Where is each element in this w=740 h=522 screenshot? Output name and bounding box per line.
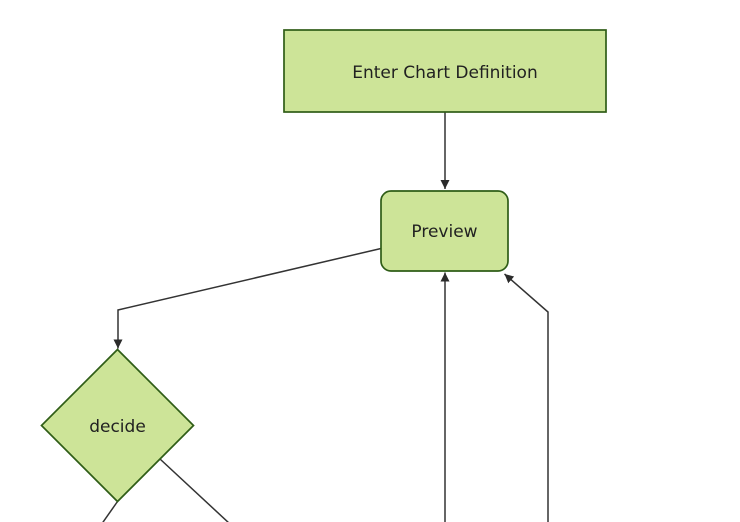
decide-label: decide	[89, 417, 146, 437]
edge-decide-offscreen-right	[159, 458, 229, 522]
node-preview: Preview	[380, 190, 509, 272]
edge-preview-to-decide	[113, 247, 382, 349]
node-decide: decide	[40, 348, 195, 503]
node-enter-chart-definition: Enter Chart Definition	[283, 29, 607, 113]
edge-return-angled	[504, 273, 549, 522]
enter-chart-definition-box	[283, 29, 607, 113]
preview-box	[380, 190, 509, 272]
enter-chart-definition-label: Enter Chart Definition	[352, 63, 537, 83]
decide-diamond	[40, 348, 195, 503]
preview-label: Preview	[411, 222, 477, 242]
edge-decide-offscreen-left	[102, 501, 119, 522]
